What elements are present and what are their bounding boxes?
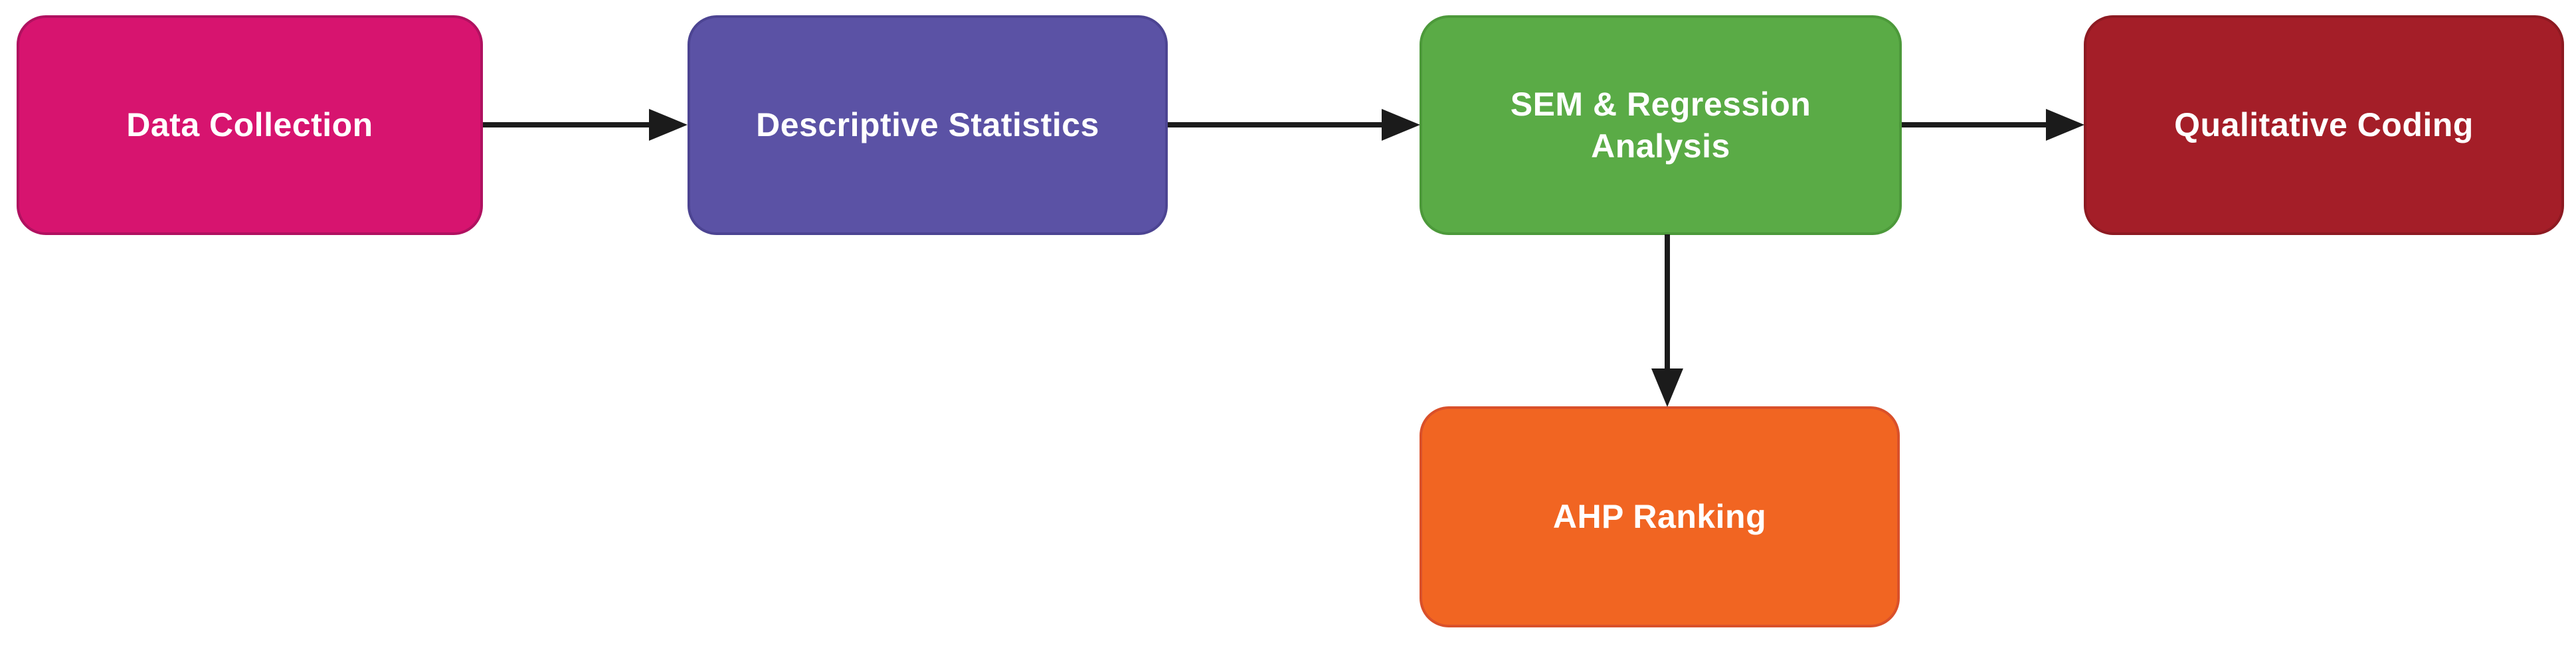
node-ahp-ranking-label: AHP Ranking	[1552, 498, 1767, 536]
arrow-shaft-sem-regression-to-ahp-ranking	[1665, 234, 1670, 371]
arrow-head-sem-regression-to-qualitative-coding	[2046, 109, 2084, 141]
node-descriptive-statistics: Descriptive Statistics	[688, 15, 1168, 235]
node-sem-regression-analysis-label: SEM & Regression Analysis	[1510, 86, 1811, 165]
node-ahp-ranking: AHP Ranking	[1420, 406, 1900, 627]
node-data-collection-label: Data Collection	[126, 106, 373, 144]
arrow-shaft-descriptive-statistics-to-sem-regression	[1168, 122, 1387, 127]
node-qualitative-coding-label: Qualitative Coding	[2174, 106, 2474, 144]
arrow-head-sem-regression-to-ahp-ranking	[1651, 368, 1683, 407]
node-descriptive-statistics-label: Descriptive Statistics	[756, 106, 1099, 144]
arrow-shaft-data-collection-to-descriptive-statistics	[483, 122, 654, 127]
arrow-head-data-collection-to-descriptive-statistics	[649, 109, 688, 141]
node-data-collection: Data Collection	[17, 15, 483, 235]
arrow-head-descriptive-statistics-to-sem-regression	[1382, 109, 1420, 141]
arrow-shaft-sem-regression-to-qualitative-coding	[1902, 122, 2051, 127]
node-qualitative-coding: Qualitative Coding	[2084, 15, 2564, 235]
node-sem-regression-analysis: SEM & Regression Analysis	[1420, 15, 1902, 235]
